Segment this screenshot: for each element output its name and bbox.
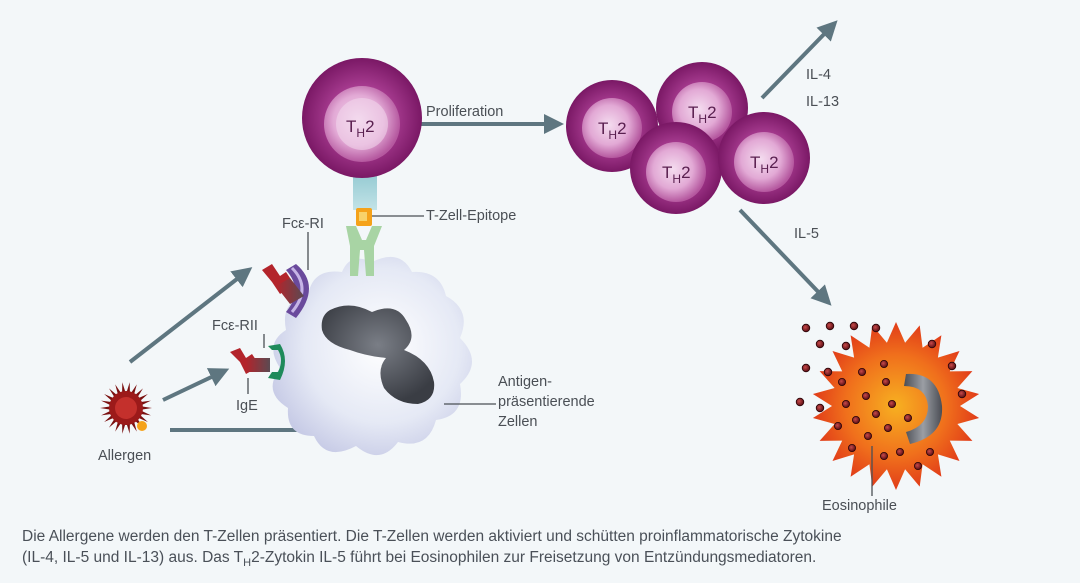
t-cell-epitope-label: T-Zell-Epitope [426, 208, 516, 224]
apc-label-line2: präsentierende [498, 394, 595, 410]
eosinophil-nucleus [904, 373, 943, 444]
ige-antibody-fc-ri [262, 264, 304, 304]
arrow-il5 [738, 208, 832, 306]
apc-label-line1: Antigen- [498, 374, 552, 390]
caption-line-2: (IL-4, IL-5 und IL-13) aus. Das TH2-Zyto… [22, 549, 817, 570]
figure-caption: Die Allergene werden den T-Zellen präsen… [22, 526, 1062, 574]
caption-line-1: Die Allergene werden den T-Zellen präsen… [22, 528, 842, 545]
eosinophil [795, 321, 980, 490]
apc-label-line3: Zellen [498, 414, 538, 430]
released-mediators [795, 321, 967, 413]
allergen-label: Allergen [98, 448, 151, 464]
il13-label: IL-13 [806, 94, 839, 110]
ige-label: IgE [236, 398, 258, 414]
eosinophil-label: Eosinophile [822, 498, 897, 514]
fc-rii-label: Fcε-RII [212, 318, 258, 334]
antigen-presenting-cell [272, 256, 472, 456]
fc-rii-receptor [268, 344, 285, 380]
label-pointers [247, 215, 873, 496]
th2-cell-cluster: TH2 TH2 TH2 TH2 [566, 62, 810, 214]
arrow-il4-il13 [760, 20, 838, 100]
fc-ri-label: Fcε-RI [282, 216, 324, 232]
il4-label: IL-4 [806, 67, 831, 83]
eosinophil-granules [834, 359, 935, 470]
mhc-receptor [346, 226, 382, 276]
svg-text:TH2: TH2 [662, 163, 691, 186]
il5-label: IL-5 [794, 226, 819, 242]
allergic-response-diagram: TH2 TH2 TH2 TH2 TH2 [98, 20, 980, 514]
arrow-allergen-to-fc-rii [162, 368, 230, 402]
th2-cell: TH2 [566, 80, 658, 172]
eosinophil-body [812, 322, 980, 490]
th2-cell: TH2 [718, 112, 810, 204]
th2-label: TH2 [346, 117, 375, 140]
th2-cell: TH2 [630, 122, 722, 214]
svg-text:TH2: TH2 [688, 103, 717, 126]
ige-antibody-fc-rii [230, 348, 270, 374]
proliferation-label: Proliferation [426, 104, 503, 120]
arrow-allergen-to-fc-ri [128, 267, 253, 364]
t-cell-epitope [356, 208, 372, 226]
apc-nucleus [321, 305, 435, 404]
svg-text:TH2: TH2 [598, 119, 627, 142]
svg-text:TH2: TH2 [750, 153, 779, 176]
th2-cell-initial: TH2 [302, 58, 422, 178]
allergen-particle [100, 382, 152, 434]
